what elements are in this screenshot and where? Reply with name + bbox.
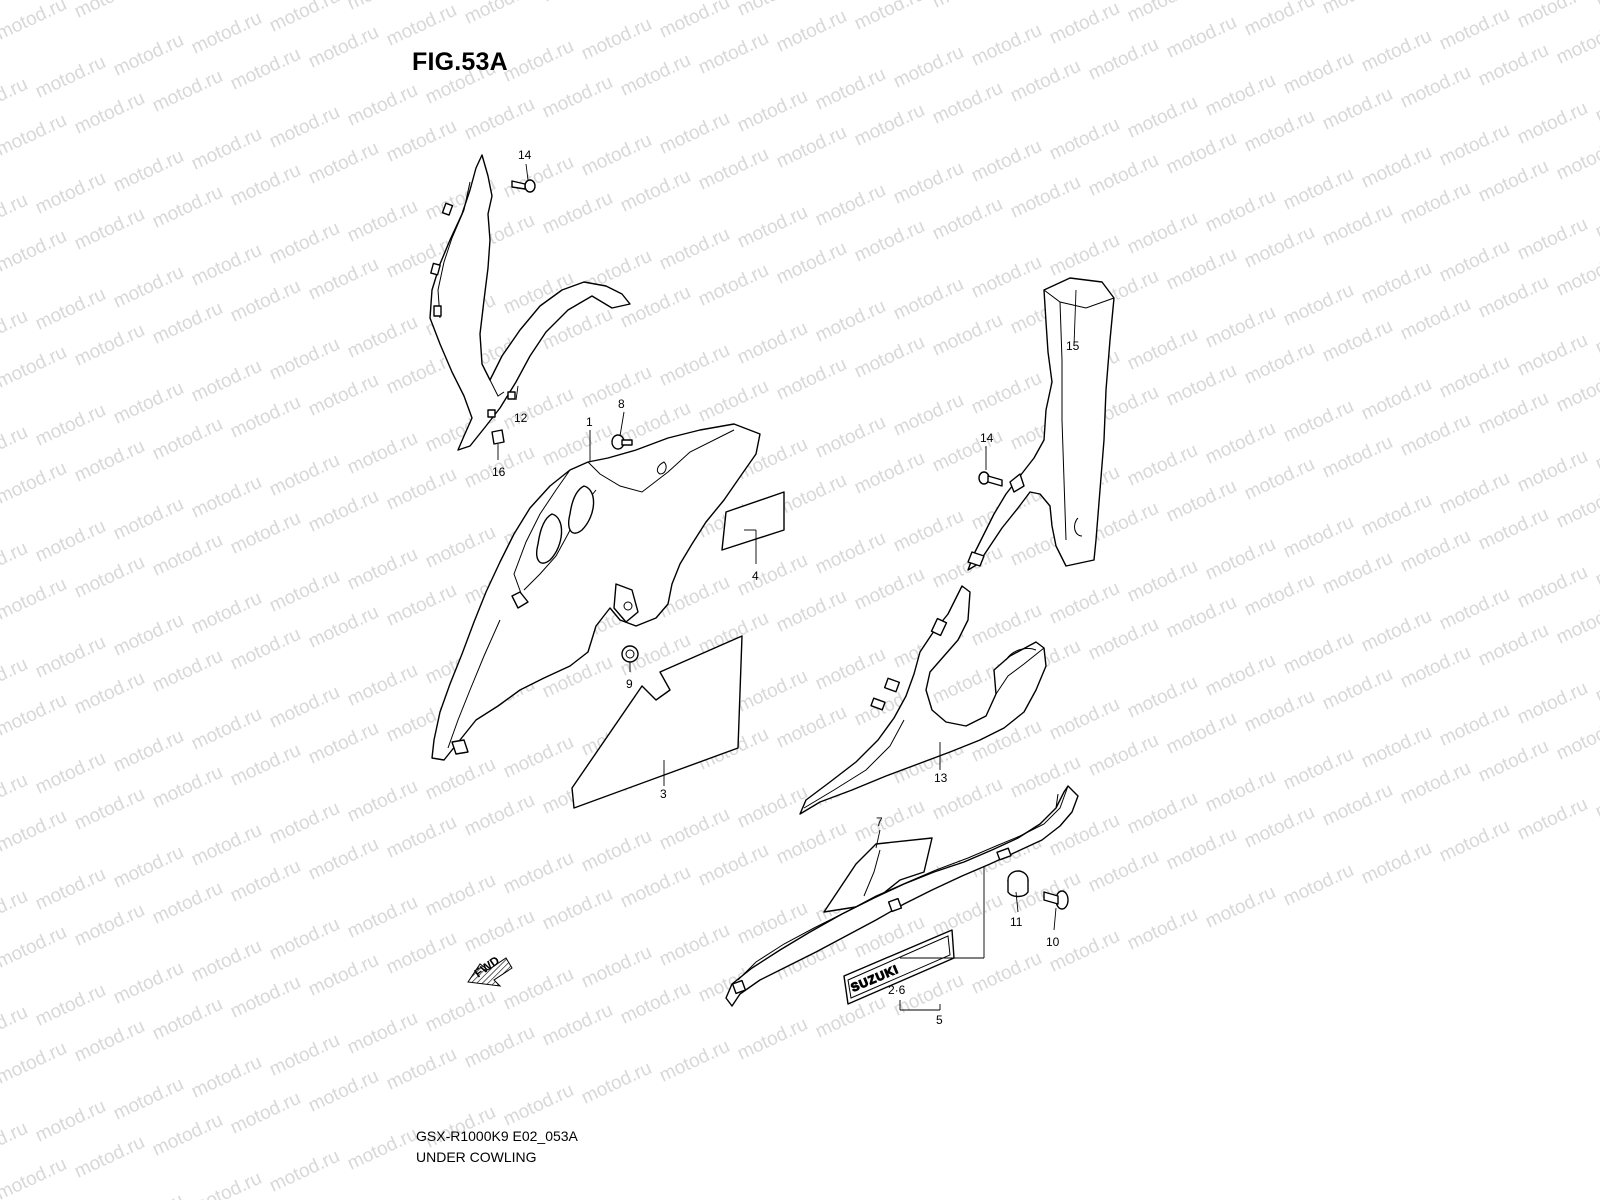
- figure-title: FIG.53A: [412, 48, 508, 76]
- part-9-nut[interactable]: [621, 645, 639, 663]
- callout-3: 3: [660, 787, 667, 801]
- callout-5: 5: [936, 1013, 943, 1027]
- callout-13: 13: [934, 771, 948, 785]
- part-16-pad[interactable]: [491, 429, 505, 445]
- part-1-under-cowl[interactable]: [431, 423, 761, 761]
- callout-9: 9: [626, 677, 633, 691]
- part-13-lower-cowl[interactable]: [799, 585, 1047, 815]
- part-10-bolt[interactable]: [1043, 890, 1069, 910]
- part-14-screw-upper[interactable]: [511, 179, 536, 193]
- callout-1: 1: [586, 415, 593, 429]
- callout-15: 15: [1066, 339, 1080, 353]
- part-5-lower-strip[interactable]: [725, 785, 1079, 1007]
- callout-4: 4: [752, 569, 759, 583]
- part-3-insulator[interactable]: [571, 635, 743, 809]
- callout-2-6: 2·6: [888, 983, 906, 997]
- part-15-side-cover[interactable]: [967, 277, 1115, 571]
- callout-7: 7: [876, 815, 883, 829]
- callout-11: 11: [1010, 915, 1023, 929]
- section-name: UNDER COWLING: [416, 1149, 537, 1165]
- part-8-bolt[interactable]: [611, 434, 633, 450]
- callout-14-upper: 14: [518, 148, 532, 162]
- callout-10: 10: [1046, 935, 1060, 949]
- callout-12: 12: [514, 411, 528, 425]
- callout-labels: 1 2·6 3 4 5 7 8 9 10 11 12 13 14 14 15 1…: [492, 148, 1080, 1027]
- fwd-arrow-icon: [467, 957, 513, 987]
- part-4-decal[interactable]: [721, 491, 785, 551]
- part-14-screw-lower[interactable]: [978, 471, 1003, 487]
- part-11-grommet[interactable]: [1007, 870, 1029, 898]
- callout-16: 16: [492, 465, 506, 479]
- leader-lines: [497, 163, 1077, 1011]
- part-12-inner-cowl[interactable]: [429, 154, 631, 451]
- callout-8: 8: [618, 397, 625, 411]
- model-code: GSX-R1000K9 E02_053A: [416, 1128, 578, 1144]
- callout-14-lower: 14: [980, 431, 994, 445]
